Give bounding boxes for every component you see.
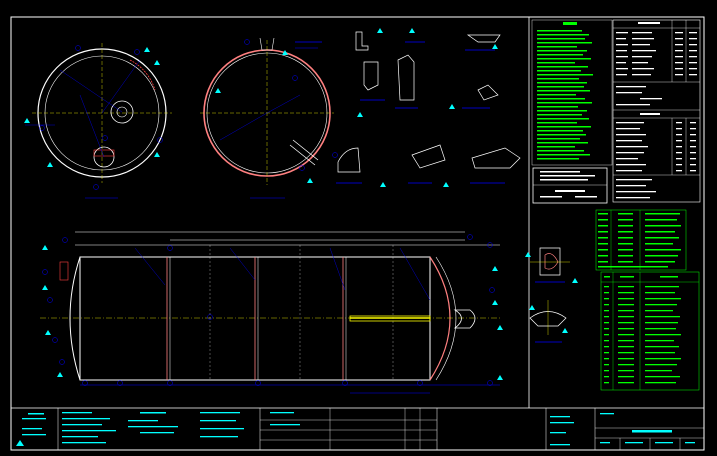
parts-list-table bbox=[600, 271, 700, 391]
tank-elevation-view bbox=[40, 231, 500, 394]
drawing-border bbox=[10, 16, 705, 451]
title-block bbox=[16, 408, 704, 450]
design-data-box bbox=[532, 167, 608, 204]
end-view-right bbox=[200, 37, 338, 199]
detail-callouts bbox=[357, 28, 498, 187]
tank-callout-bubbles bbox=[42, 234, 495, 386]
general-notes-panel bbox=[531, 19, 613, 166]
north-arrow-marker bbox=[16, 440, 24, 446]
detail-views-top bbox=[295, 31, 521, 184]
side-detail-callouts bbox=[525, 252, 578, 333]
nozzle-schedule-table bbox=[595, 209, 687, 271]
side-detail-views bbox=[529, 247, 570, 343]
tank-callout-triangles bbox=[42, 245, 503, 380]
end-view-left bbox=[24, 43, 172, 199]
material-table bbox=[612, 19, 701, 203]
